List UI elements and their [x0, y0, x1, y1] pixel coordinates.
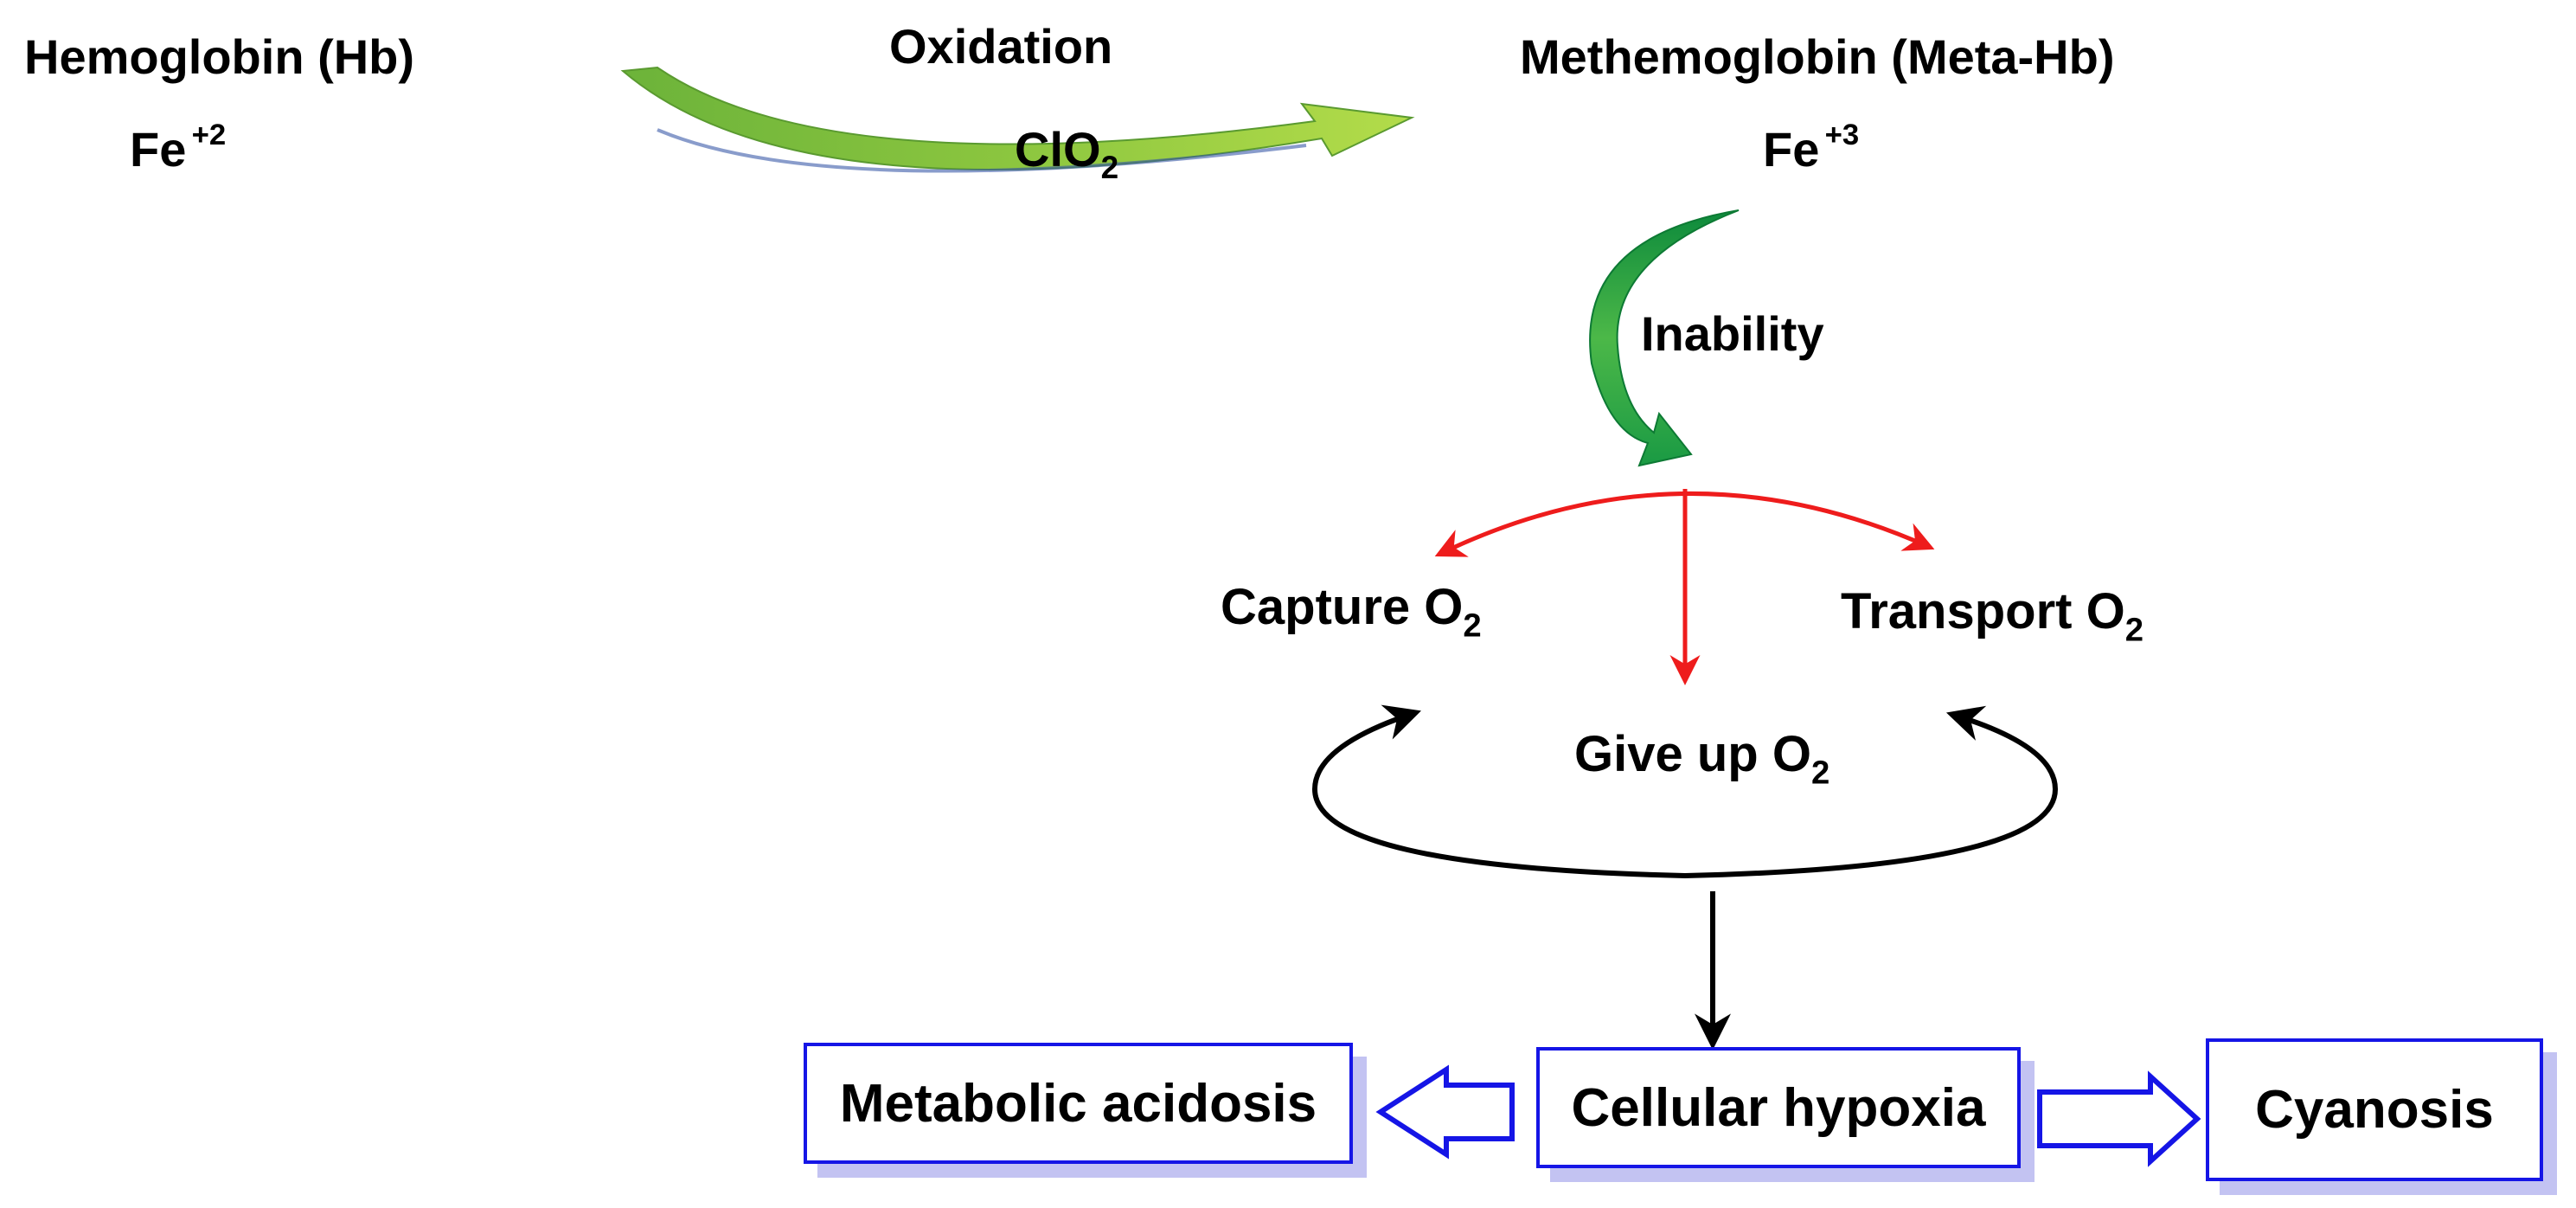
cyanosis-box: Cyanosis — [2206, 1038, 2543, 1181]
capture-o2-label: Capture O2 — [1221, 579, 1482, 645]
transport-o2-label: Transport O2 — [1841, 583, 2144, 649]
inability-label: Inability — [1641, 306, 1824, 361]
fe3-charge: +3 — [1824, 119, 1860, 152]
cellular-hypoxia-box: Cellular hypoxia — [1536, 1047, 2021, 1168]
oxidation-label: Oxidation — [889, 19, 1113, 74]
methemoglobin-label: Methemoglobin (Meta-Hb) — [1520, 29, 2115, 84]
hollow-arrow-left — [1375, 1064, 1515, 1160]
fe2-label: Fe+2 — [130, 119, 227, 177]
hollow-arrow-right — [2037, 1070, 2201, 1167]
fe3-label: Fe+3 — [1763, 119, 1860, 177]
hemoglobin-label: Hemoglobin (Hb) — [24, 29, 415, 84]
oxidation-arrow — [620, 66, 1415, 173]
clo2-subscript: 2 — [1100, 150, 1119, 186]
fe2-charge: +2 — [191, 119, 227, 152]
oxygen-cycle — [1311, 704, 2059, 879]
metabolic-acidosis-box: Metabolic acidosis — [804, 1043, 1353, 1164]
clo2-label: ClO2 — [1015, 122, 1119, 186]
inability-arrow — [1589, 209, 1740, 467]
red-arrows — [1434, 489, 1935, 685]
give-up-o2-label: Give up O2 — [1574, 726, 1830, 792]
